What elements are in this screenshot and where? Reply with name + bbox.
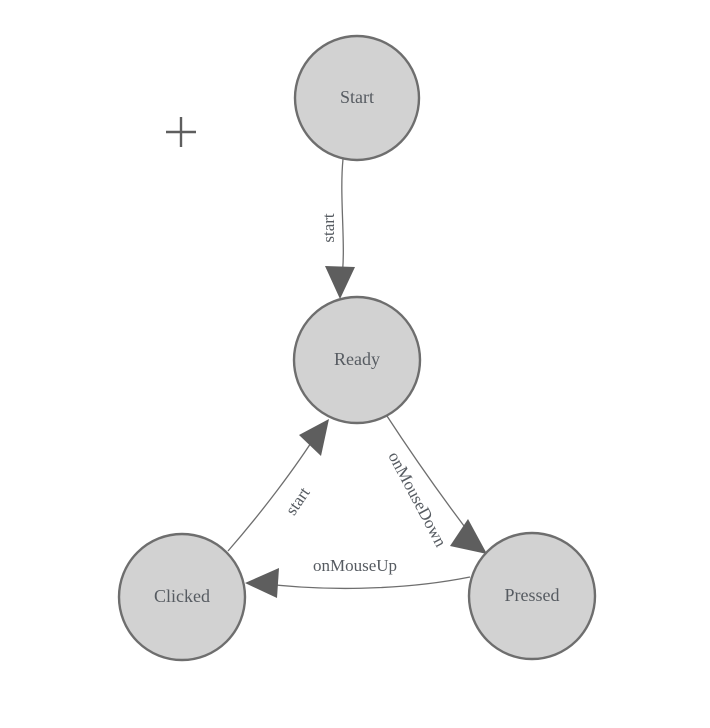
edge-label-ready-to-pressed: onMouseDown bbox=[384, 449, 450, 551]
node-pressed[interactable]: Pressed bbox=[467, 531, 597, 661]
node-ready-label: Ready bbox=[334, 349, 380, 369]
edge-pressed-to-clicked[interactable]: onMouseUp bbox=[245, 556, 471, 598]
edge-ready-to-pressed-arrowhead bbox=[450, 519, 487, 554]
edge-pressed-to-clicked-arrowhead bbox=[245, 568, 279, 598]
edge-label-start-to-ready: start bbox=[319, 213, 338, 243]
node-start-label: Start bbox=[340, 87, 374, 107]
edge-clicked-to-ready-arrowhead bbox=[299, 419, 329, 456]
node-clicked-label: Clicked bbox=[154, 586, 210, 606]
node-start[interactable]: Start bbox=[293, 34, 421, 162]
node-pressed-circle[interactable] bbox=[467, 531, 597, 661]
edge-pressed-to-clicked-path bbox=[257, 576, 471, 590]
node-clicked[interactable]: Clicked bbox=[117, 532, 247, 662]
edge-ready-to-pressed[interactable]: onMouseDown bbox=[384, 412, 487, 554]
edge-clicked-to-ready[interactable]: start bbox=[227, 419, 329, 552]
edge-start-to-ready-arrowhead bbox=[325, 266, 355, 299]
node-pressed-label: Pressed bbox=[505, 585, 560, 605]
edge-label-pressed-to-clicked: onMouseUp bbox=[313, 556, 397, 575]
node-ready[interactable]: Ready bbox=[292, 295, 422, 425]
edge-label-clicked-to-ready: start bbox=[282, 483, 314, 518]
edge-start-to-ready-path bbox=[340, 158, 344, 285]
crosshair-marker bbox=[166, 117, 196, 147]
node-start-circle[interactable] bbox=[293, 34, 421, 162]
edge-start-to-ready[interactable]: start bbox=[319, 158, 355, 299]
node-clicked-circle[interactable] bbox=[117, 532, 247, 662]
node-ready-circle[interactable] bbox=[292, 295, 422, 425]
